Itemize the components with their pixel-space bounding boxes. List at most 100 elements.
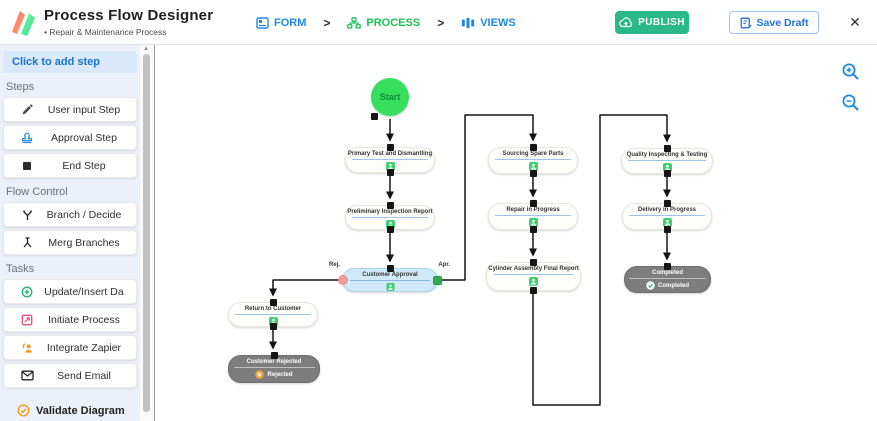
node-divider	[352, 159, 428, 160]
node-title: Customer Approval	[362, 272, 418, 278]
tab-form[interactable]: FORM	[256, 17, 306, 29]
node-port-top[interactable]	[663, 200, 671, 207]
process-icon	[347, 16, 362, 29]
zoom-in-button[interactable]	[840, 62, 860, 82]
save-draft-icon	[740, 17, 752, 28]
node-port-top[interactable]	[270, 352, 278, 359]
node-port-bottom[interactable]	[269, 323, 277, 330]
zoom-out-button[interactable]	[840, 93, 860, 113]
user-task-icon	[529, 277, 538, 286]
palette-item-send-email[interactable]: Send Email	[3, 363, 137, 388]
node-port-top[interactable]	[664, 263, 671, 270]
page-title: Process Flow Designer	[44, 7, 214, 24]
flow-node-cylinder-assembly-report[interactable]: Cylinder Assembly Final Report	[486, 259, 581, 294]
flow-node-customer-approval[interactable]: Rej. Apr. Customer Approval	[329, 262, 450, 292]
node-divider	[235, 314, 311, 315]
node-port-bottom[interactable]	[530, 287, 537, 294]
palette-item-approval-step[interactable]: Approval Step	[3, 125, 137, 150]
completed-check-icon	[646, 281, 655, 290]
flow-node-primary-test[interactable]: Primary Test and Dismantling	[345, 144, 435, 176]
scroll-up-arrow-icon[interactable]: ▲	[143, 46, 149, 52]
validate-diagram-button[interactable]: Validate Diagram	[0, 404, 140, 417]
views-icon	[462, 17, 475, 28]
node-title: Cylinder Assembly Final Report	[488, 266, 579, 272]
zoom-in-icon	[842, 63, 858, 80]
flow-node-quality-inspecting[interactable]: Quality Inspecting & Testing	[621, 145, 713, 177]
sidebar-scrollbar[interactable]: ▲	[140, 45, 154, 421]
node-port-top[interactable]	[269, 299, 277, 306]
palette-item-user-input-step[interactable]: User input Step	[3, 97, 137, 122]
flow-node-start[interactable]: Start	[371, 78, 409, 116]
flow-node-delivery-in-progress[interactable]: Delivery in Progress	[622, 200, 712, 233]
node-port-bottom[interactable]	[529, 170, 537, 177]
node-title: Completed	[651, 270, 683, 276]
palette-item-branch-decide[interactable]: Branch / Decide	[3, 202, 137, 227]
node-port-bottom[interactable]	[663, 226, 671, 233]
scrollbar-thumb[interactable]	[143, 54, 150, 412]
node-port-top[interactable]	[529, 200, 537, 207]
node-port-top[interactable]	[386, 202, 394, 209]
node-divider	[493, 274, 574, 275]
node-title: Sourcing Spare Parts	[502, 151, 564, 157]
section-label-steps: Steps	[6, 81, 35, 93]
pencil-icon	[16, 103, 38, 116]
close-icon[interactable]: ✕	[845, 12, 865, 32]
approve-branch-label: Apr.	[438, 262, 450, 268]
section-label-flow-control: Flow Control	[6, 186, 68, 198]
palette-item-end-step[interactable]: End Step	[3, 153, 137, 178]
palette-item-merge-branches[interactable]: Merg Branches	[3, 230, 137, 255]
node-divider	[629, 278, 706, 279]
flow-node-return-to-customer[interactable]: Return to Customer	[228, 299, 318, 330]
node-divider	[495, 159, 571, 160]
node-title: Quality Inspecting & Testing	[626, 152, 708, 158]
node-title: Delivery in Progress	[637, 207, 697, 213]
flow-canvas[interactable]: Start Primary Test and Dismantling Preli…	[154, 45, 877, 421]
palette-item-update-insert-data[interactable]: Update/Insert Da	[3, 279, 137, 304]
flow-node-sourcing-spare-parts[interactable]: Sourcing Spare Parts	[488, 144, 578, 177]
validate-check-icon	[17, 404, 30, 417]
step-palette-sidebar: Click to add step Steps User input Step …	[0, 45, 140, 421]
publish-button[interactable]: PUBLISH	[615, 11, 689, 34]
flow-node-completed[interactable]: Completed Completed	[624, 263, 711, 293]
reject-branch-label: Rej.	[329, 262, 341, 268]
tab-views[interactable]: VIEWS	[461, 17, 516, 29]
node-port-top[interactable]	[663, 145, 671, 152]
stop-square-icon	[16, 161, 38, 171]
flow-node-repair-in-progress[interactable]: Repair in Progress	[488, 200, 578, 233]
save-draft-button[interactable]: Save Draft	[729, 11, 819, 34]
palette-item-initiate-process[interactable]: Initiate Process	[3, 307, 137, 332]
rejected-icon	[255, 370, 265, 379]
flow-connectors	[268, 114, 672, 406]
zoom-out-icon	[842, 94, 858, 111]
node-title: Customer Rejected	[246, 359, 302, 365]
node-title: Preliminary Inspection Report	[347, 209, 433, 215]
click-to-add-step-banner[interactable]: Click to add step	[3, 51, 137, 73]
app-logo-icon	[9, 6, 37, 43]
node-divider	[352, 217, 428, 218]
initiate-process-icon	[16, 314, 38, 326]
reject-port[interactable]	[338, 275, 348, 285]
flow-node-customer-rejected[interactable]: Customer Rejected Rejected	[228, 352, 320, 383]
node-port-top[interactable]	[530, 259, 537, 266]
node-port-top[interactable]	[386, 265, 394, 272]
tab-process[interactable]: PROCESS	[347, 17, 420, 29]
start-port[interactable]	[371, 113, 378, 120]
zapier-icon	[16, 342, 38, 354]
cloud-upload-icon	[619, 17, 633, 28]
node-port-bottom[interactable]	[529, 226, 537, 233]
app-header: Process Flow Designer • Repair & Mainten…	[0, 0, 877, 45]
node-port-top[interactable]	[529, 144, 537, 151]
node-title: Return to Customer	[244, 306, 302, 312]
node-divider	[233, 367, 315, 368]
breadcrumb: FORM > PROCESS > VIEWS	[256, 0, 516, 45]
flow-node-preliminary-inspection[interactable]: Preliminary Inspection Report	[345, 202, 435, 233]
section-label-tasks: Tasks	[6, 263, 35, 275]
node-port-bottom[interactable]	[386, 169, 394, 176]
process-subtitle: • Repair & Maintenance Process	[44, 27, 167, 37]
form-icon	[256, 16, 269, 29]
node-port-top[interactable]	[386, 144, 394, 151]
palette-item-integrate-zapier[interactable]: Integrate Zapier	[3, 335, 137, 360]
approve-port[interactable]	[433, 275, 442, 285]
node-port-bottom[interactable]	[386, 226, 394, 233]
node-port-bottom[interactable]	[663, 170, 671, 177]
